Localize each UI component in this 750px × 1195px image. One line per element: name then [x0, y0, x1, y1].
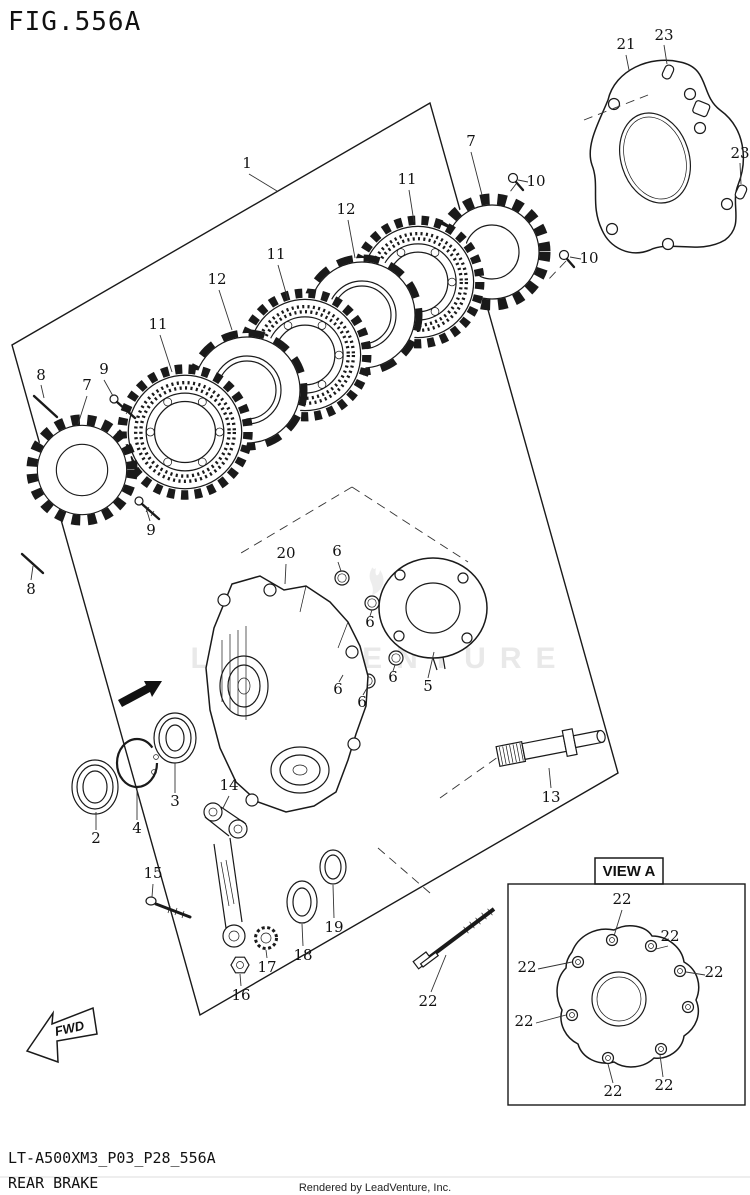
- callout-3: 3: [170, 792, 180, 810]
- callout-22-va-s: 22: [603, 1082, 622, 1100]
- part-19-ring: [319, 849, 347, 885]
- part-10-screw-a: [507, 172, 525, 192]
- render-credit: Rendered by LeadVenture, Inc.: [299, 1182, 451, 1194]
- figure-code: LT-A500XM3_P03_P28_556A: [8, 1149, 216, 1167]
- callout-6e: 6: [388, 668, 398, 686]
- callout-8b: 8: [26, 580, 36, 598]
- callout-7b: 7: [466, 132, 476, 150]
- view-a-inset: VIEW A: [507, 857, 746, 1106]
- callout-6b: 6: [365, 613, 375, 631]
- callout-23a: 23: [654, 26, 673, 44]
- fwd-label: FWD: [53, 1018, 86, 1039]
- part-10-screw-b: [558, 249, 576, 269]
- callout-18: 18: [293, 946, 312, 964]
- callout-4: 4: [132, 819, 142, 837]
- footer: LT-A500XM3_P03_P28_556A REAR BRAKE Rende…: [0, 1149, 750, 1194]
- part-2-seal: [71, 759, 119, 815]
- callout-23b: 23: [730, 144, 749, 162]
- callout-6a: 6: [332, 542, 342, 560]
- callout-11c: 11: [397, 170, 416, 188]
- part-8-pin-a: [32, 394, 59, 419]
- part-22-bolt: [412, 907, 496, 970]
- callout-9a: 9: [99, 360, 109, 378]
- callout-22-main: 22: [418, 992, 437, 1010]
- callout-10a: 10: [526, 172, 545, 190]
- part-9-screw-a: [109, 394, 137, 420]
- callout-6d: 6: [357, 693, 367, 711]
- callout-12b: 12: [336, 200, 355, 218]
- callout-19: 19: [324, 918, 343, 936]
- callout-22-va-se: 22: [654, 1076, 673, 1094]
- callout-16: 16: [231, 986, 250, 1004]
- figure-name: REAR BRAKE: [8, 1174, 98, 1192]
- leader-lines: [30, 44, 742, 1084]
- part-18-boot: [286, 880, 318, 924]
- part-7-toothed-washer-left: [26, 414, 138, 526]
- callout-10b: 10: [579, 249, 598, 267]
- callout-5: 5: [423, 677, 433, 695]
- callout-21: 21: [616, 35, 635, 53]
- part-5-bracket-plate: [378, 557, 488, 671]
- part-13-shaft: [495, 728, 606, 768]
- direction-arrow: [118, 681, 162, 707]
- part-21-gasket: [583, 59, 744, 254]
- callout-22-va-w: 22: [517, 958, 536, 976]
- callout-22-va-e: 22: [704, 963, 723, 981]
- fwd-arrow: FWD: [25, 1006, 98, 1064]
- callout-1: 1: [242, 154, 252, 172]
- part-15-screw: [145, 896, 192, 919]
- part-16-nut: [230, 956, 250, 974]
- callout-7a: 7: [82, 376, 92, 394]
- part-8-pin-b: [20, 552, 45, 575]
- callout-22-va-sw: 22: [514, 1012, 533, 1030]
- part-17-washer: [254, 926, 278, 950]
- part-9-screw-b: [134, 496, 161, 521]
- callout-22-va-ne: 22: [660, 927, 679, 945]
- callout-9b: 9: [146, 521, 156, 539]
- callout-17: 17: [257, 958, 276, 976]
- part-3-bearing: [153, 712, 197, 764]
- part-20-housing: [205, 575, 369, 813]
- callout-2: 2: [91, 829, 101, 847]
- callout-6c: 6: [333, 680, 343, 698]
- callout-13: 13: [541, 788, 560, 806]
- figure-title: FIG.556A: [8, 7, 141, 37]
- callout-22-va-top: 22: [612, 890, 631, 908]
- view-a-label: VIEW A: [603, 863, 656, 880]
- part-23-pin-a: [661, 64, 675, 80]
- callout-11b: 11: [266, 245, 285, 263]
- callouts: 1 2 3 4 5 6 6 6 6 6 7 7 8 8 9 9 10 10 11…: [26, 26, 749, 1100]
- callout-8a: 8: [36, 366, 46, 384]
- callout-14: 14: [219, 776, 238, 794]
- part-23-pin-b: [734, 184, 748, 200]
- part-14-lever: [203, 802, 248, 948]
- part-4-snap-ring: [115, 737, 159, 789]
- callout-12a: 12: [207, 270, 226, 288]
- callout-11a: 11: [148, 315, 167, 333]
- callout-15: 15: [143, 864, 162, 882]
- callout-20: 20: [276, 544, 295, 562]
- part-11-friction-disc-a: [117, 364, 253, 500]
